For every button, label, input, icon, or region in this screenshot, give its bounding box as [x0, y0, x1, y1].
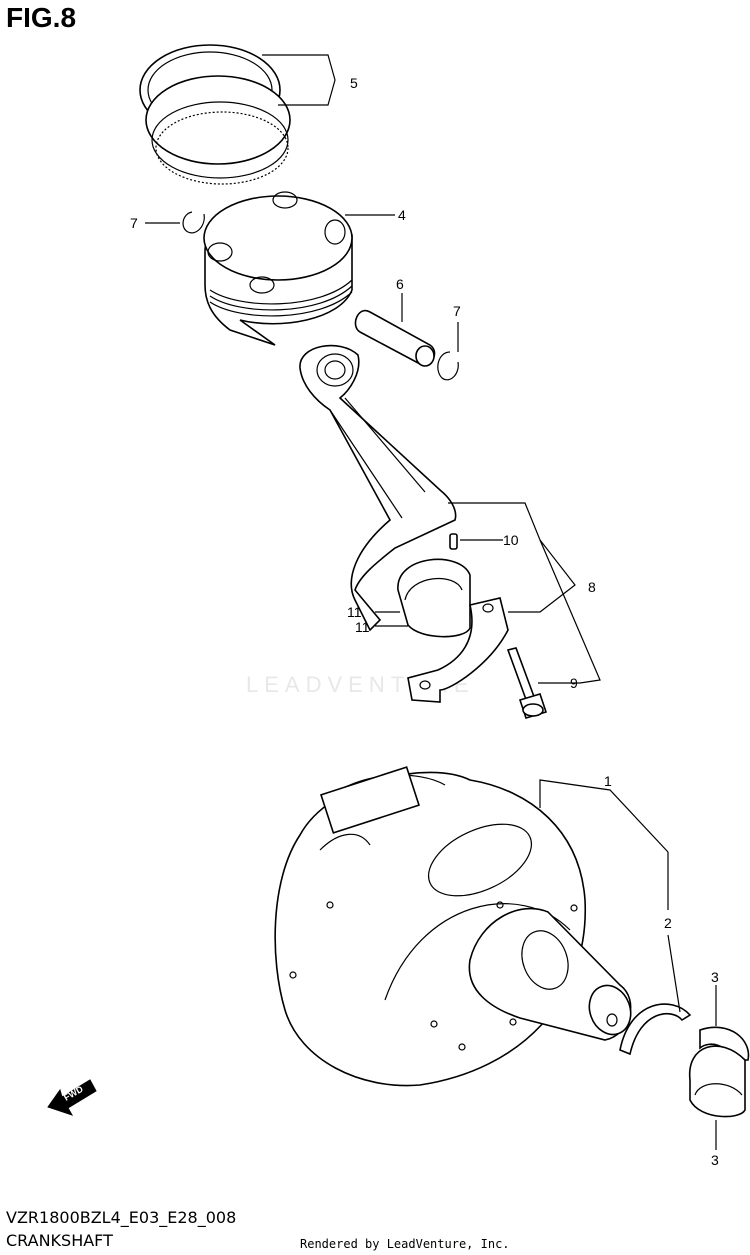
callout-11-lower[interactable]: 11 — [355, 619, 370, 635]
piston[interactable] — [203, 191, 353, 346]
callout-10[interactable]: 10 — [503, 532, 519, 548]
render-credit: Rendered by LeadVenture, Inc. — [300, 1237, 510, 1251]
figure-title: FIG.8 — [6, 2, 77, 33]
callout-3-upper[interactable]: 3 — [711, 969, 719, 985]
crankshaft[interactable] — [274, 766, 637, 1087]
circlip-right[interactable] — [437, 351, 459, 381]
leader-lines — [145, 54, 717, 1150]
callout-4[interactable]: 4 — [398, 207, 406, 223]
callout-5[interactable]: 5 — [350, 75, 358, 91]
forward-arrow-icon: FWD — [47, 1079, 97, 1116]
callout-9[interactable]: 9 — [570, 675, 578, 691]
callout-3-lower[interactable]: 3 — [711, 1152, 719, 1168]
circlip-left[interactable] — [182, 211, 205, 234]
connecting-rod[interactable] — [299, 344, 457, 632]
thrust-washer[interactable] — [619, 1003, 692, 1056]
conrod-bearings[interactable] — [397, 558, 471, 638]
conrod-bolt[interactable] — [506, 647, 548, 719]
callout-6[interactable]: 6 — [396, 276, 404, 292]
callout-1[interactable]: 1 — [604, 773, 612, 789]
callout-11-upper[interactable]: 11 — [347, 604, 362, 620]
section-name: CRANKSHAFT — [6, 1231, 113, 1250]
callout-2[interactable]: 2 — [664, 915, 672, 931]
main-bearings[interactable] — [689, 1026, 750, 1118]
model-code: VZR1800BZL4_E03_E28_008 — [6, 1208, 237, 1227]
callout-7-right[interactable]: 7 — [453, 303, 461, 319]
piston-rings[interactable] — [139, 44, 291, 185]
callout-8[interactable]: 8 — [588, 579, 596, 595]
callout-7-left[interactable]: 7 — [130, 215, 138, 231]
piston-pin[interactable] — [354, 309, 436, 367]
dowel-pin[interactable] — [449, 533, 458, 550]
conrod-cap[interactable] — [407, 597, 509, 703]
